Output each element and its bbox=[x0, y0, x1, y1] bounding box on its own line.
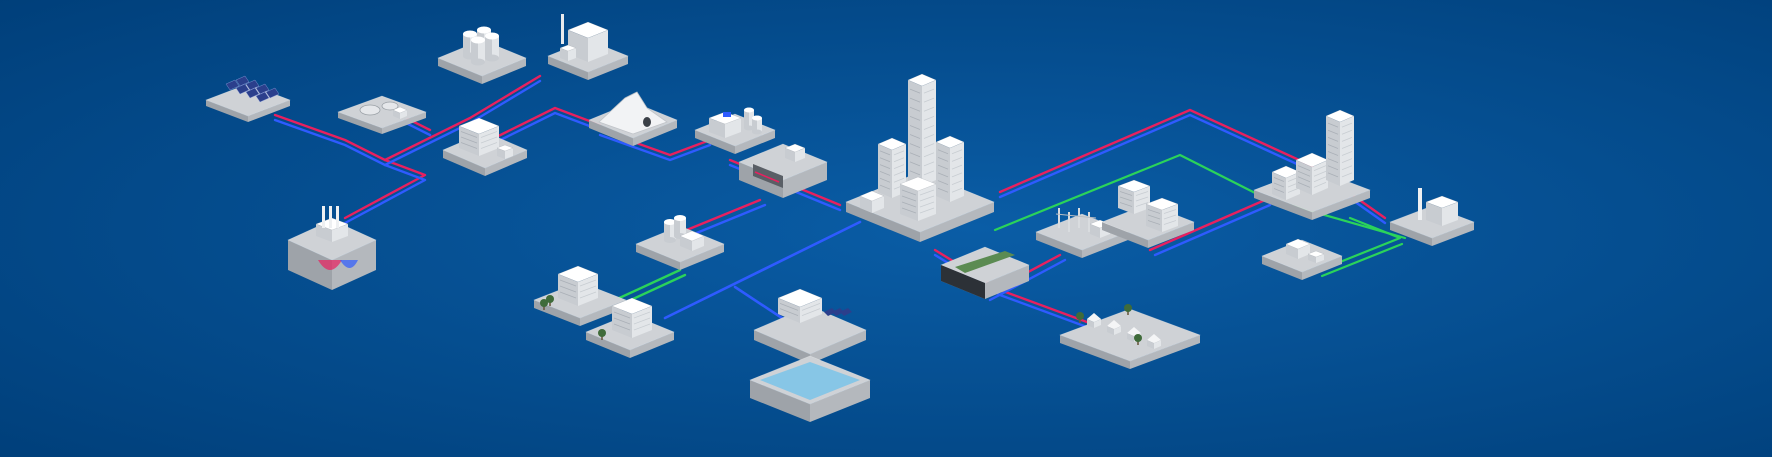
pipe-geothermal-to-junction-red bbox=[343, 158, 427, 220]
apartment-block-icon bbox=[533, 265, 627, 326]
pipe-district-heating-blue bbox=[663, 220, 862, 320]
pipe-solar-to-junction-blue bbox=[273, 118, 387, 167]
geothermal-plant-icon bbox=[287, 206, 377, 290]
storage-tanks-icon bbox=[437, 26, 527, 84]
undefined bbox=[1261, 238, 1343, 280]
pipe-green-east-loop-2 bbox=[1320, 242, 1404, 278]
houses-row-icon bbox=[1101, 179, 1195, 248]
substation-icon bbox=[940, 246, 1030, 299]
pipe-geothermal-to-junction-blue bbox=[343, 163, 427, 225]
water-treatment-icon bbox=[337, 95, 427, 134]
pipe-east-link-red bbox=[1148, 198, 1267, 252]
highrise-district-icon bbox=[1059, 304, 1201, 369]
data-center-icon bbox=[738, 143, 828, 198]
power-plant-icon bbox=[547, 14, 629, 80]
industrial-tanks-icon bbox=[694, 107, 776, 154]
pipe-green-apartments bbox=[613, 268, 682, 302]
underground-tunnel-icon bbox=[845, 73, 995, 242]
city-center-icon bbox=[749, 288, 871, 422]
underground-reservoir-icon bbox=[585, 297, 675, 358]
facility-nodes bbox=[205, 14, 1475, 422]
pipe-east-link-blue bbox=[1153, 203, 1272, 257]
chimney-plant-icon bbox=[1253, 109, 1371, 220]
solar-farm-icon bbox=[205, 75, 291, 122]
pipe-mountain-to-tanks-blue bbox=[598, 133, 712, 162]
pipe-green-east bbox=[993, 153, 1407, 240]
mountain-tunnel-icon bbox=[588, 91, 678, 146]
undefined bbox=[1389, 188, 1475, 246]
pipe-junction-to-power-red bbox=[383, 74, 542, 162]
office-building-icon bbox=[442, 117, 528, 176]
pipe-green-east-loop bbox=[1318, 216, 1402, 272]
pipe-solar-to-junction-red bbox=[273, 113, 387, 162]
gas-storage-icon bbox=[635, 215, 725, 270]
